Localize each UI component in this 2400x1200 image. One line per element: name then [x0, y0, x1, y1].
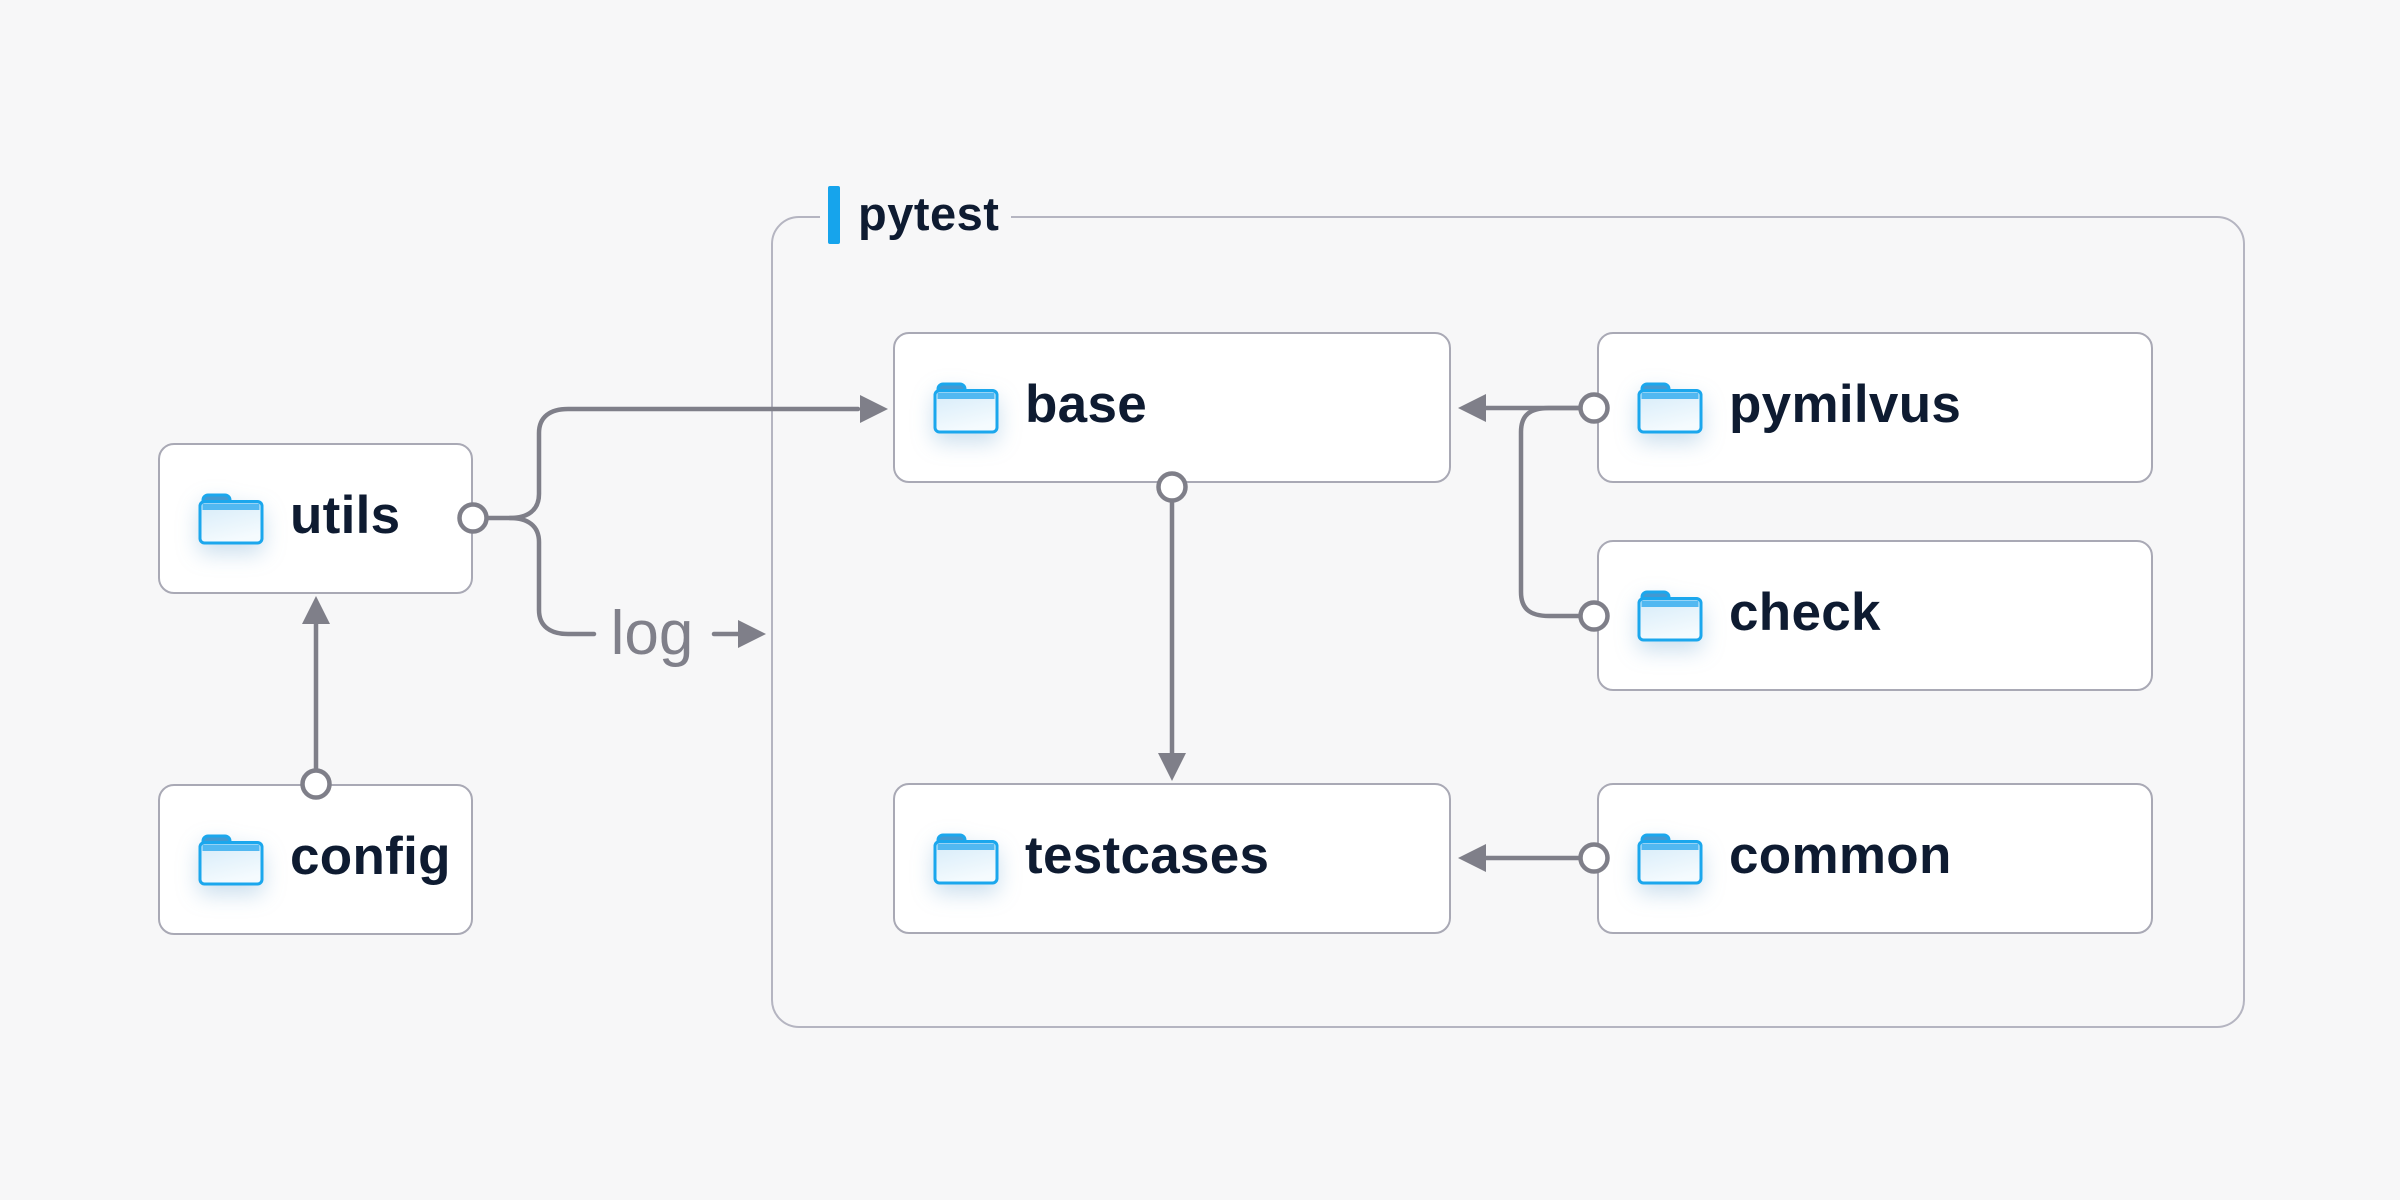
folder-icon — [933, 833, 999, 885]
folder-icon — [1637, 590, 1703, 642]
folder-icon — [933, 382, 999, 434]
node-testcases: testcases — [893, 783, 1451, 934]
node-label: utils — [290, 486, 401, 545]
folder-icon — [1637, 382, 1703, 434]
container-title: pytest — [858, 186, 1000, 240]
node-pymilvus: pymilvus — [1597, 332, 2153, 483]
log-label: log — [610, 599, 694, 668]
node-label: check — [1729, 583, 1881, 642]
node-common: common — [1597, 783, 2153, 934]
node-label: pymilvus — [1729, 375, 1962, 434]
node-label: common — [1729, 826, 1952, 885]
node-label: base — [1025, 375, 1148, 434]
folder-icon — [198, 834, 264, 886]
container-label: pytest — [820, 184, 1012, 246]
node-config: config — [158, 784, 473, 935]
folder-icon — [198, 493, 264, 545]
node-check: check — [1597, 540, 2153, 691]
edge-config-utils — [302, 596, 330, 773]
node-label: config — [290, 827, 451, 886]
node-utils: utils — [158, 443, 473, 594]
node-label: testcases — [1025, 826, 1270, 885]
node-base: base — [893, 332, 1451, 483]
pytest-container — [771, 216, 2245, 1028]
accent-bar-icon — [828, 186, 840, 244]
folder-icon — [1637, 833, 1703, 885]
